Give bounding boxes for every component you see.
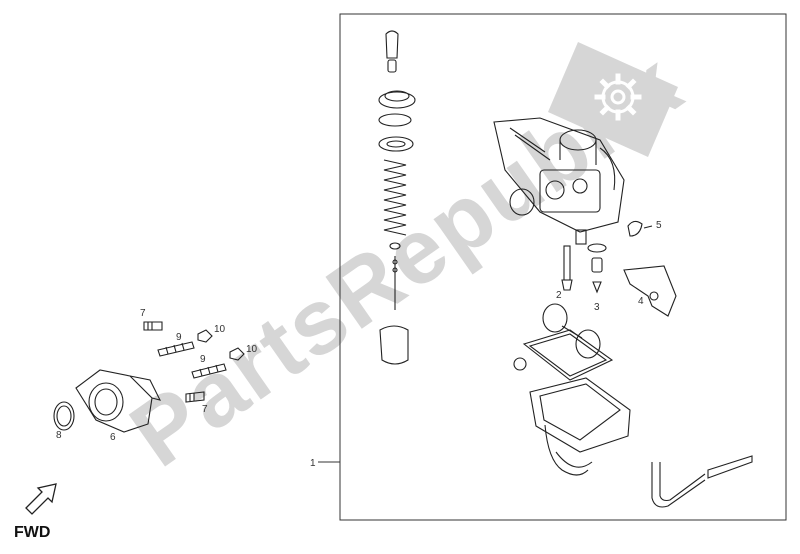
overflow-tube bbox=[544, 424, 589, 476]
carburetor-body bbox=[493, 117, 625, 245]
callout-4: 4 bbox=[638, 296, 644, 307]
washer bbox=[378, 113, 412, 127]
callout-9b: 9 bbox=[200, 354, 206, 365]
cable-adjuster bbox=[385, 30, 399, 59]
stud-9b bbox=[191, 363, 227, 379]
fwd-arrow-icon bbox=[25, 483, 57, 515]
o-ring bbox=[53, 401, 75, 431]
callout-2: 2 bbox=[556, 290, 562, 301]
needle-clip bbox=[389, 242, 401, 250]
bolt-7a bbox=[143, 321, 163, 331]
callout-5: 5 bbox=[656, 220, 662, 231]
intake-manifold bbox=[53, 369, 162, 433]
nut-10b bbox=[229, 347, 245, 361]
choke-bracket bbox=[623, 265, 677, 317]
float-bowl bbox=[529, 377, 631, 453]
callout-7b: 7 bbox=[202, 404, 208, 415]
callout-6: 6 bbox=[110, 432, 116, 443]
spring bbox=[383, 159, 407, 236]
callout-3: 3 bbox=[594, 302, 600, 313]
callout-10a: 10 bbox=[214, 324, 226, 335]
needle-jet bbox=[563, 245, 571, 281]
fasteners bbox=[143, 321, 245, 403]
air-screw-gasket bbox=[509, 188, 535, 216]
throttle-valve-stack bbox=[378, 30, 416, 365]
jet-parts bbox=[561, 243, 607, 294]
lock-nut bbox=[387, 59, 397, 73]
watermark: PartsRepublik bbox=[113, 33, 700, 486]
fwd-label: FWD bbox=[14, 524, 51, 541]
callout-8: 8 bbox=[56, 430, 62, 441]
callout-9a: 9 bbox=[176, 332, 182, 343]
callout-10b: 10 bbox=[246, 344, 258, 355]
fuel-hose bbox=[651, 455, 753, 508]
float-right bbox=[575, 329, 601, 359]
callout-1: 1 bbox=[310, 458, 316, 469]
bolt-7b bbox=[185, 391, 205, 403]
gasket bbox=[378, 136, 414, 152]
bowl-gasket bbox=[522, 329, 614, 381]
choke-clip bbox=[627, 220, 653, 237]
float-bowl-assembly bbox=[513, 303, 631, 476]
gear-icon bbox=[548, 42, 678, 157]
main-jet bbox=[591, 257, 603, 273]
callout-7a: 7 bbox=[140, 308, 146, 319]
top-cap bbox=[378, 91, 416, 109]
float-left bbox=[542, 303, 568, 333]
assembly-frame bbox=[339, 13, 787, 521]
throttle-slide bbox=[379, 325, 409, 365]
drain-screw bbox=[513, 357, 527, 371]
nut-10a bbox=[197, 329, 213, 343]
stud-9a bbox=[157, 341, 195, 357]
